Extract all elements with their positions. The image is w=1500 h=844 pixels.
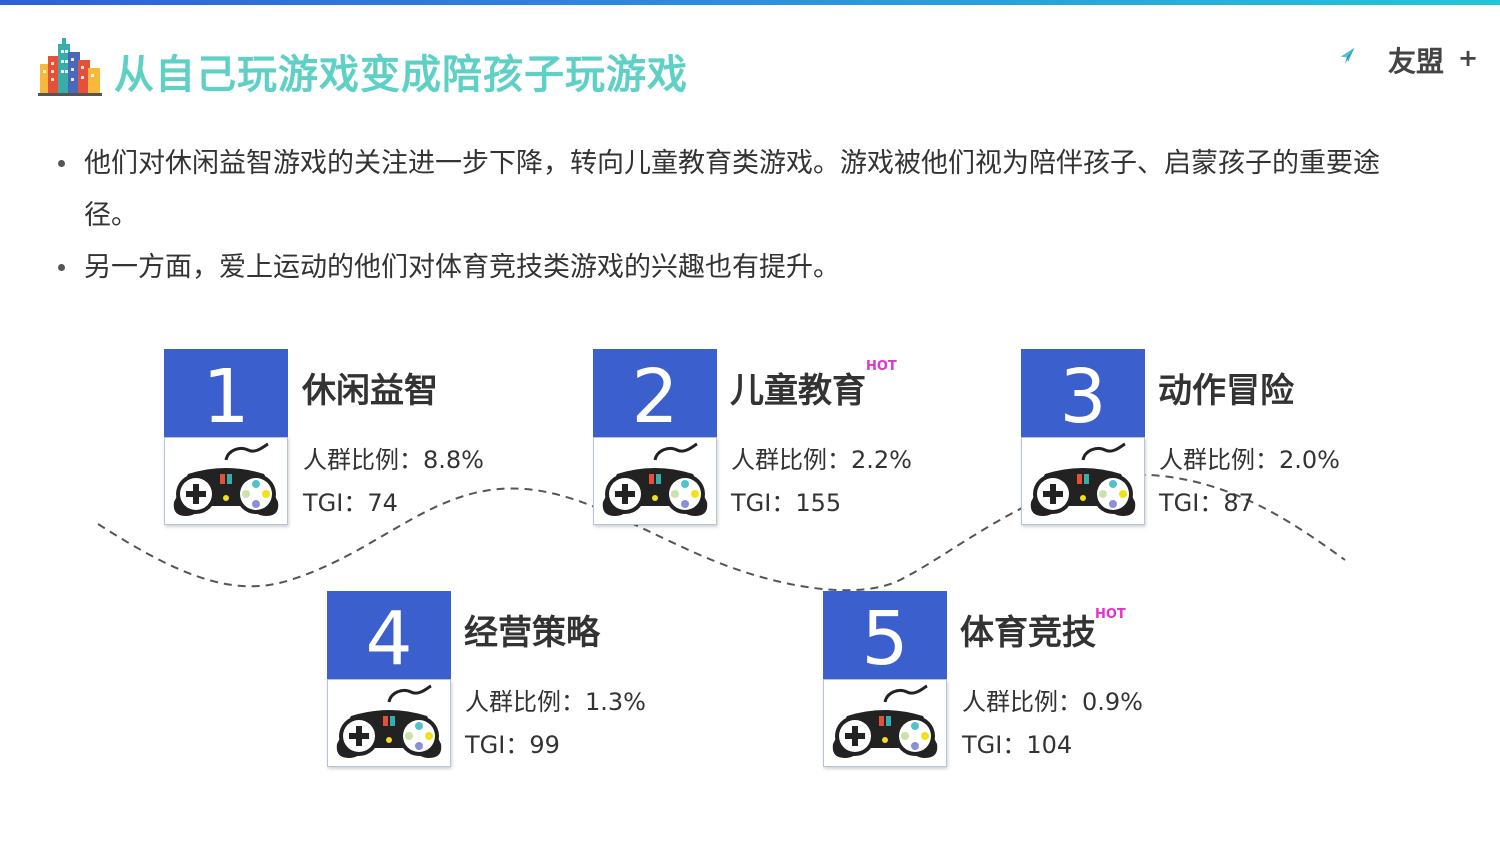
tgi-value: TGI：104 — [962, 731, 1073, 759]
hot-badge: HOT — [866, 359, 897, 374]
category-name: 经营策略 — [464, 613, 600, 653]
bullet-item: 另一方面，爱上运动的他们对体育竞技类游戏的兴趣也有提升。 — [56, 242, 1386, 294]
rank-number: 3 — [1021, 349, 1145, 440]
category-name: 儿童教育 — [730, 371, 866, 411]
tgi-value: TGI：87 — [1159, 489, 1254, 517]
category-card-5: 5 — [823, 591, 947, 767]
hot-badge: HOT — [1095, 607, 1126, 622]
category-name: 休闲益智 — [302, 371, 438, 411]
population-ratio: 人群比例：1.3% — [465, 688, 646, 716]
population-ratio: 人群比例：0.9% — [962, 688, 1143, 716]
gamepad-frame — [164, 437, 288, 525]
rank-number: 4 — [327, 591, 451, 682]
page-title: 从自己玩游戏变成陪孩子玩游戏 — [114, 52, 688, 98]
population-ratio: 人群比例：2.0% — [1159, 446, 1340, 474]
rank-number: 1 — [164, 349, 288, 440]
gamepad-icon — [173, 442, 279, 516]
top-accent-bar — [0, 0, 1500, 5]
gamepad-frame — [593, 437, 717, 525]
brand-logo-text: 友盟 — [1388, 45, 1445, 78]
gamepad-icon — [602, 442, 708, 516]
gamepad-icon — [1030, 442, 1136, 516]
gamepad-frame — [823, 679, 947, 767]
brand-logo-plus: + — [1458, 44, 1479, 72]
gamepad-frame — [1021, 437, 1145, 525]
rank-number: 2 — [593, 349, 717, 440]
paper-plane-icon — [1340, 47, 1355, 65]
category-card-4: 4 — [327, 591, 451, 767]
bullet-item: 他们对休闲益智游戏的关注进一步下降，转向儿童教育类游戏。游戏被他们视为陪伴孩子、… — [56, 138, 1386, 242]
gamepad-frame — [327, 679, 451, 767]
gamepad-icon — [832, 684, 938, 758]
city-buildings-icon — [38, 38, 102, 96]
population-ratio: 人群比例：2.2% — [731, 446, 912, 474]
summary-bullets: 他们对休闲益智游戏的关注进一步下降，转向儿童教育类游戏。游戏被他们视为陪伴孩子、… — [56, 138, 1386, 294]
tgi-value: TGI：99 — [465, 731, 560, 759]
category-card-1: 1 — [164, 349, 288, 525]
population-ratio: 人群比例：8.8% — [303, 446, 484, 474]
category-card-3: 3 — [1021, 349, 1145, 525]
rank-number: 5 — [823, 591, 947, 682]
category-name: 动作冒险 — [1158, 371, 1294, 411]
tgi-value: TGI：155 — [731, 489, 842, 517]
gamepad-icon — [336, 684, 442, 758]
category-name: 体育竞技 — [960, 613, 1096, 653]
tgi-value: TGI：74 — [303, 489, 398, 517]
category-card-2: 2 — [593, 349, 717, 525]
